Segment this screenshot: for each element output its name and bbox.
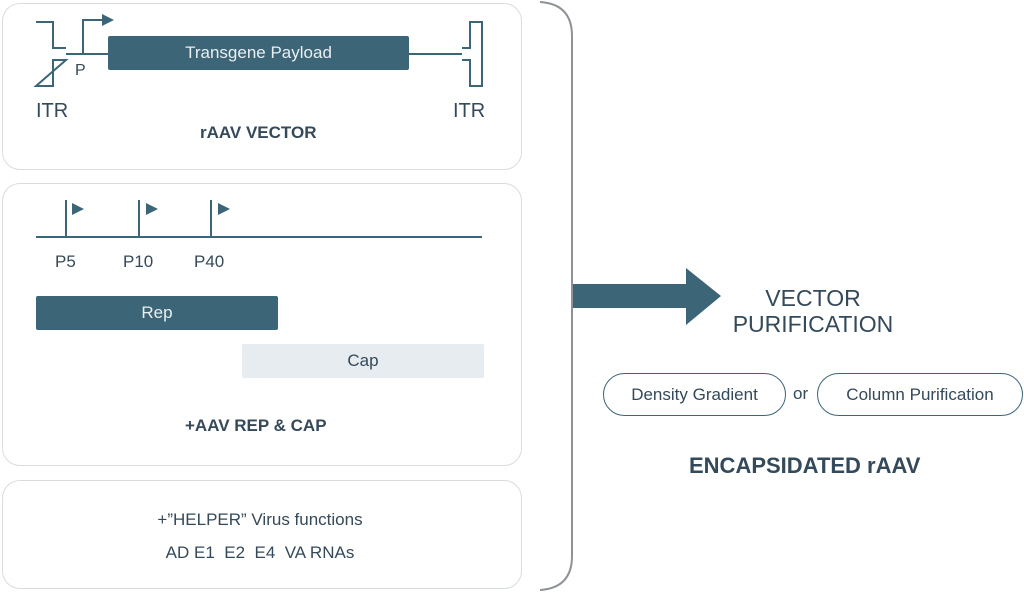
left-itr-shape	[33, 21, 69, 87]
cap-label: Cap	[347, 351, 379, 370]
encapsidated-raav-label: ENCAPSIDATED rAAV	[689, 453, 921, 478]
helper-panel	[2, 480, 522, 589]
density-gradient-pill: Density Gradient	[603, 373, 786, 416]
p40-flag-icon	[218, 203, 230, 215]
itr-right-label: ITR	[453, 100, 486, 122]
p10-flag-icon	[146, 203, 158, 215]
or-connector: or	[793, 384, 809, 403]
cap-bar: Cap	[242, 344, 484, 378]
column-purification-label: Column Purification	[846, 384, 994, 404]
transgene-payload-bar: Transgene Payload	[108, 36, 409, 70]
column-purification-pill: Column Purification	[817, 373, 1023, 416]
vector-purification-title: VECTOR PURIFICATION	[713, 285, 913, 337]
itr-left-label: ITR	[36, 100, 69, 122]
purification-title-line1: VECTOR	[765, 285, 861, 311]
helper-title: +”HELPER” Virus functions	[157, 510, 363, 529]
raav-vector-panel	[2, 3, 522, 170]
p5-flag-icon	[72, 203, 84, 215]
promoter-p10-label: P10	[123, 252, 154, 271]
rep-bar: Rep	[36, 296, 278, 330]
transgene-payload-label: Transgene Payload	[185, 43, 332, 62]
repcap-caption: +AAV REP & CAP	[185, 416, 327, 435]
promoter-p5-label: P5	[55, 252, 76, 271]
promoter-arrow-head	[102, 14, 114, 26]
promoter-label: P	[75, 62, 86, 79]
raav-vector-caption: rAAV VECTOR	[200, 123, 317, 142]
rep-label: Rep	[141, 303, 173, 322]
purification-title-line2: PURIFICATION	[732, 311, 894, 337]
grouping-bracket	[539, 1, 573, 591]
helper-genes: AD E1 E2 E4 VA RNAs	[165, 543, 355, 562]
process-arrow-icon	[573, 268, 721, 325]
promoter-p40-label: P40	[194, 252, 225, 271]
density-gradient-label: Density Gradient	[631, 384, 758, 404]
promoter-arrow	[82, 19, 104, 54]
right-itr-shape	[462, 21, 483, 87]
